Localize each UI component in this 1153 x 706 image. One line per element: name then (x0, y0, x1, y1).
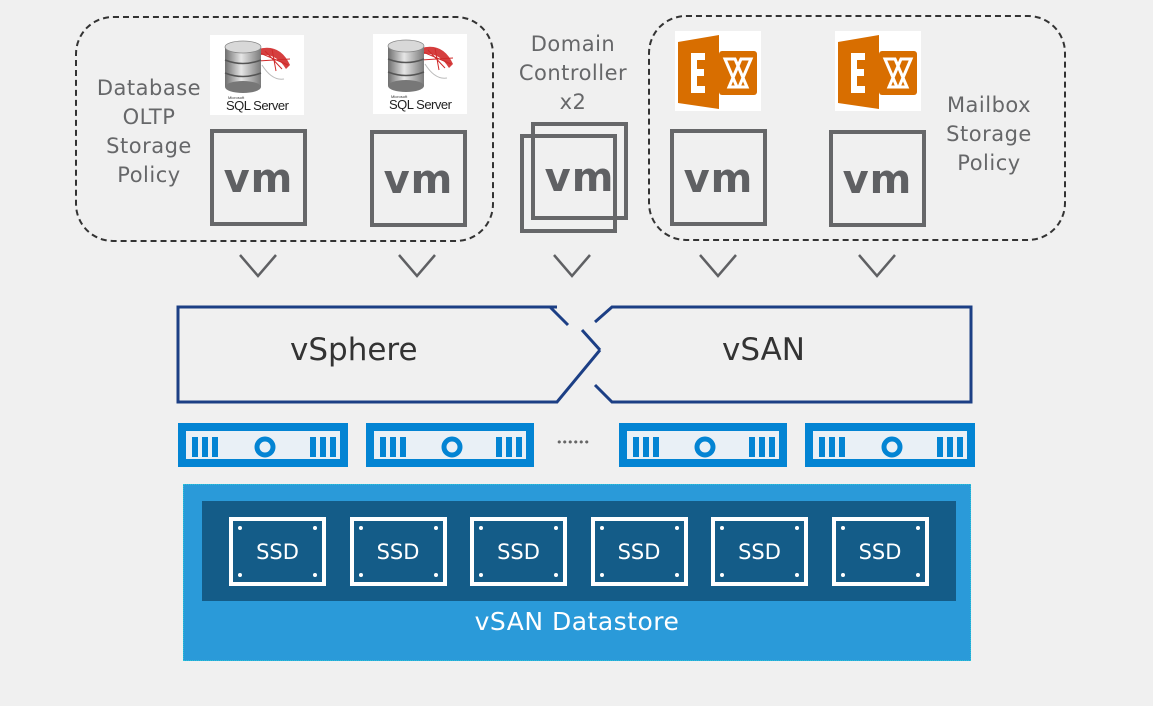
ssd-disk: SSD (711, 517, 808, 586)
ssd-disk: SSD (470, 517, 567, 586)
screw-dot (313, 526, 317, 530)
screw-dot (720, 526, 724, 530)
ssd-label: SSD (738, 539, 781, 564)
chevron-down-icon (699, 254, 737, 278)
ssd-disk: SSD (831, 517, 929, 586)
chevron-down-icon (858, 254, 896, 278)
screw-dot (674, 526, 679, 530)
sql-server-logo: Microsoft SQL Server (210, 35, 304, 115)
label-line: Database (96, 76, 202, 100)
server-host (178, 423, 348, 467)
server-icon (633, 436, 775, 458)
vm-label: vm (842, 156, 913, 203)
chevron-down-icon (553, 254, 591, 278)
exchange-icon (838, 35, 917, 109)
exchange-logo (675, 31, 761, 111)
server-ellipsis: •••••• (556, 436, 590, 449)
screw-dot (599, 573, 604, 577)
label-line: x2 (559, 90, 587, 114)
vsan-label: vSAN (722, 332, 805, 368)
screw-dot (674, 573, 679, 577)
screw-dot (433, 573, 438, 577)
vm-label: vm (383, 156, 454, 203)
exchange-icon (678, 35, 757, 109)
svg-text:SQL Server: SQL Server (226, 98, 290, 113)
svg-text:SQL Server: SQL Server (389, 97, 453, 112)
ssd-disk: SSD (590, 517, 688, 586)
brand-small: Microsoft (228, 95, 245, 100)
sql-server-logo: Microsoft SQL Server (373, 34, 467, 114)
screw-dot (554, 573, 558, 577)
database-policy-label: Database OLTP Storage Policy (88, 74, 210, 190)
mailbox-storage-policy-group (648, 15, 1066, 241)
vm-exchange-2: vm (829, 130, 926, 227)
vm-domain-controller: vm (520, 134, 617, 233)
server-icon (819, 436, 963, 458)
screw-dot (840, 573, 845, 577)
vm-sql-2: vm (370, 130, 467, 227)
ssd-label: SSD (858, 539, 902, 564)
vm-exchange-1: vm (670, 129, 767, 226)
screw-dot (479, 526, 483, 530)
ssd-disk: SSD (229, 517, 326, 586)
screw-dot (313, 573, 317, 577)
vm-label: vm (683, 155, 754, 202)
screw-dot (915, 573, 920, 577)
vm-label: vm (544, 154, 615, 201)
exchange-logo (835, 31, 921, 111)
database-storage-policy-group (75, 16, 494, 242)
chevron-down-icon (239, 254, 277, 278)
vsphere-vsan-layer (176, 305, 973, 404)
ssd-label: SSD (256, 539, 299, 564)
label-line: Policy (117, 163, 181, 187)
chevron-down-icon (398, 254, 436, 278)
mailbox-policy-label: Mailbox Storage Policy (930, 91, 1048, 178)
screw-dot (554, 526, 558, 530)
vsphere-outline (176, 305, 602, 404)
vm-sql-1: vm (210, 129, 307, 226)
server-host (619, 423, 787, 467)
screw-dot (358, 573, 363, 577)
label-line: Domain (530, 32, 616, 56)
domain-controller-label: Domain Controller x2 (513, 30, 633, 117)
label-line: Storage (106, 134, 192, 158)
screw-dot (720, 573, 724, 577)
vsphere-label: vSphere (290, 332, 418, 368)
vsan-outline (593, 305, 973, 404)
label-line: Controller (518, 61, 628, 85)
datastore-label: vSAN Datastore (474, 607, 680, 636)
ssd-label: SSD (617, 539, 661, 564)
screw-dot (599, 526, 604, 530)
server-icon (380, 436, 522, 458)
ssd-disk: SSD (349, 517, 447, 586)
screw-dot (238, 573, 242, 577)
ssd-label: SSD (497, 539, 540, 564)
server-host (805, 423, 975, 467)
sql-server-icon: Microsoft SQL Server (224, 40, 290, 113)
ssd-label: SSD (376, 539, 420, 564)
screw-dot (358, 526, 363, 530)
ssd-tray: SSD SSD SSD SSD SSD SSD (202, 501, 956, 601)
svg-text:Microsoft: Microsoft (391, 94, 408, 99)
screw-dot (840, 526, 845, 530)
screw-dot (238, 526, 242, 530)
label-line: OLTP (122, 105, 176, 129)
label-line: Storage (946, 122, 1032, 146)
screw-dot (915, 526, 920, 530)
sql-server-icon: Microsoft SQL Server (387, 39, 453, 112)
vsan-datastore: SSD SSD SSD SSD SSD SSD vSAN Datastore (183, 484, 971, 661)
label-line: Policy (957, 151, 1021, 175)
screw-dot (433, 526, 438, 530)
vm-domain-controller-back (531, 122, 628, 220)
screw-dot (479, 573, 483, 577)
screw-dot (795, 526, 799, 530)
server-icon (192, 436, 336, 458)
label-line: Mailbox (946, 93, 1032, 117)
server-host (366, 423, 534, 467)
vm-label: vm (223, 155, 294, 202)
screw-dot (795, 573, 799, 577)
